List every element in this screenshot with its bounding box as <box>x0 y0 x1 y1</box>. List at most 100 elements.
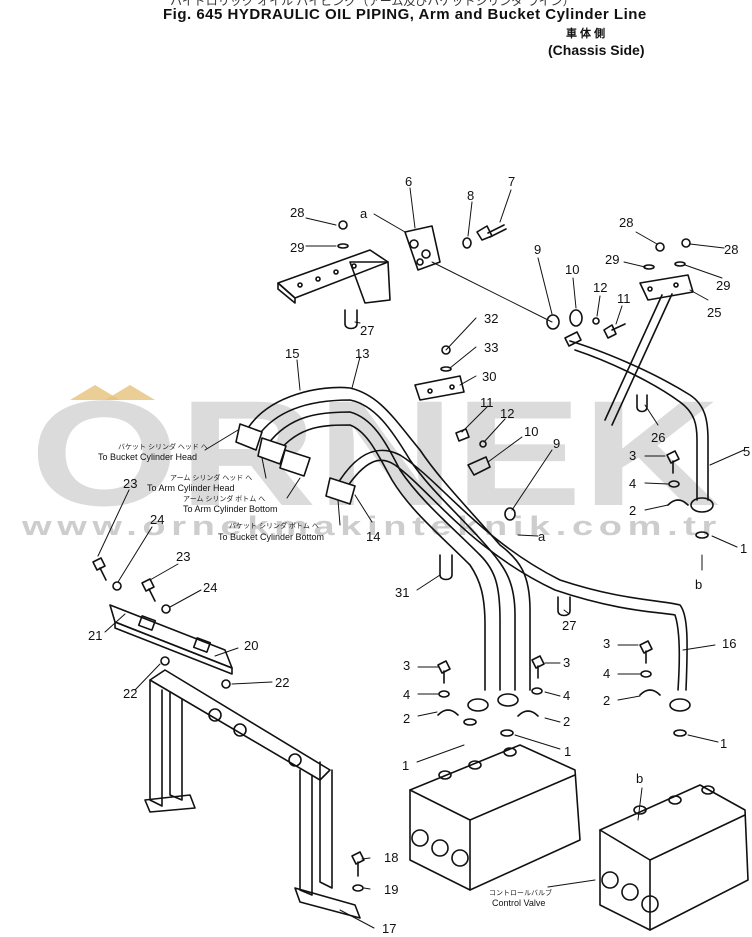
callout-16: 16 <box>722 636 736 651</box>
callout-9: 9 <box>534 242 541 257</box>
bolt-11 <box>455 428 470 442</box>
callout-5: 5 <box>743 444 750 459</box>
figure-header: ハイドロリック オイル パイピング（アーム及びバケットシリンダ ライン） Fig… <box>0 0 752 70</box>
mounting-plate-left <box>277 249 391 304</box>
washer-8 <box>462 237 472 249</box>
fastener-set-right-top <box>666 450 689 506</box>
callout-2: 2 <box>629 503 636 518</box>
callout-33: 33 <box>484 340 498 355</box>
callout-4: 4 <box>629 476 636 491</box>
callout-2: 2 <box>403 711 410 726</box>
washer-22 <box>221 679 231 689</box>
callout-1: 1 <box>402 758 409 773</box>
callout-14: 14 <box>366 529 380 544</box>
callout-27: 27 <box>562 618 576 633</box>
callout-26: 26 <box>651 430 665 445</box>
figure-title: Fig. 645 HYDRAULIC OIL PIPING, Arm and B… <box>163 6 647 23</box>
callout-17: 17 <box>382 921 396 936</box>
callout-1: 1 <box>564 744 571 759</box>
callout-28: 28 <box>724 242 738 257</box>
callout-2: 2 <box>563 714 570 729</box>
callout-4: 4 <box>403 687 410 702</box>
callout-15: 15 <box>285 346 299 361</box>
callout-1: 1 <box>740 541 747 556</box>
o-ring-1 <box>695 531 709 539</box>
watermark: ORNEK www.ornekmakinteknik.com.tr <box>21 369 720 541</box>
callout-31: 31 <box>395 585 409 600</box>
pipe-5 <box>564 331 714 513</box>
split-flange-10 <box>467 456 491 476</box>
clamp-bracket-30 <box>414 375 465 401</box>
callout-10: 10 <box>524 424 538 439</box>
callout-10: 10 <box>565 262 579 277</box>
control-valve-right <box>599 784 749 931</box>
callout-29: 29 <box>716 278 730 293</box>
washer-29 <box>674 261 686 267</box>
japanese-side-label: 車 体 側 <box>566 28 606 40</box>
callout-13: 13 <box>355 346 369 361</box>
callout-12: 12 <box>593 280 607 295</box>
pipe-bundle <box>235 386 691 712</box>
label-arm-head-jp: アーム シリンダ ヘッド へ <box>170 473 252 482</box>
fastener-set-right-bottom <box>639 640 661 696</box>
label-bucket-head: To Bucket Cylinder Head <box>98 452 197 462</box>
nut-28 <box>655 242 665 252</box>
callout-4: 4 <box>603 666 610 681</box>
bolt-23 <box>141 578 156 602</box>
callout-11: 11 <box>480 395 494 410</box>
fastener-set-left-bottom <box>437 660 459 716</box>
callout-22: 22 <box>275 675 289 690</box>
support-frame-17 <box>144 669 361 919</box>
washer-24 <box>161 604 171 614</box>
leader-lines <box>97 187 745 929</box>
label-arm-head: To Arm Cylinder Head <box>147 483 235 493</box>
callout-23: 23 <box>123 476 137 491</box>
callout-32: 32 <box>484 311 498 326</box>
callout-27: 27 <box>360 323 374 338</box>
washer-29 <box>337 243 349 249</box>
washer-33 <box>440 366 452 372</box>
callout-3: 3 <box>603 636 610 651</box>
callout-1: 1 <box>720 736 727 751</box>
bolt-7 <box>476 224 507 241</box>
callout-24: 24 <box>203 580 217 595</box>
callout-18: 18 <box>384 850 398 865</box>
callout-9: 9 <box>553 436 560 451</box>
callout-8: 8 <box>467 188 474 203</box>
split-flange-10 <box>569 309 626 339</box>
callout-b: b <box>636 771 643 786</box>
callout-b: b <box>695 577 702 592</box>
callout-19: 19 <box>384 882 398 897</box>
callout-29: 29 <box>290 240 304 255</box>
callout-12: 12 <box>500 406 514 421</box>
callout-28: 28 <box>290 205 304 220</box>
japanese-title: ハイドロリック オイル パイピング（アーム及びバケットシリンダ ライン） <box>170 0 575 8</box>
callout-2: 2 <box>603 693 610 708</box>
washer-22 <box>160 656 170 666</box>
callout-3: 3 <box>563 655 570 670</box>
o-ring-9 <box>504 507 516 521</box>
u-bolt-27 <box>557 596 571 617</box>
callout-11: 11 <box>617 291 631 306</box>
destination-labels: バケット シリンダ ヘッド へ To Bucket Cylinder Head … <box>98 442 552 908</box>
callout-3: 3 <box>629 448 636 463</box>
bolt-18 <box>351 851 365 877</box>
callout-3: 3 <box>403 658 410 673</box>
clamp-bracket-25 <box>604 274 694 426</box>
label-control-valve: Control Valve <box>492 898 545 908</box>
bolt-23 <box>92 557 107 581</box>
junction-block <box>404 225 441 271</box>
nut-32 <box>441 345 451 355</box>
callout-23: 23 <box>176 549 190 564</box>
callout-7: 7 <box>508 174 515 189</box>
label-arm-bottom: To Arm Cylinder Bottom <box>183 504 278 514</box>
watermark-accent-mark-2 <box>105 385 155 400</box>
washer-12 <box>479 440 487 448</box>
o-ring-9 <box>546 314 560 330</box>
control-valve-left <box>409 744 581 891</box>
callout-28: 28 <box>619 215 633 230</box>
callout-a: a <box>360 206 368 221</box>
callout-4: 4 <box>563 688 570 703</box>
label-bucket-bottom-jp: バケット シリンダ ボトム へ <box>229 521 319 530</box>
